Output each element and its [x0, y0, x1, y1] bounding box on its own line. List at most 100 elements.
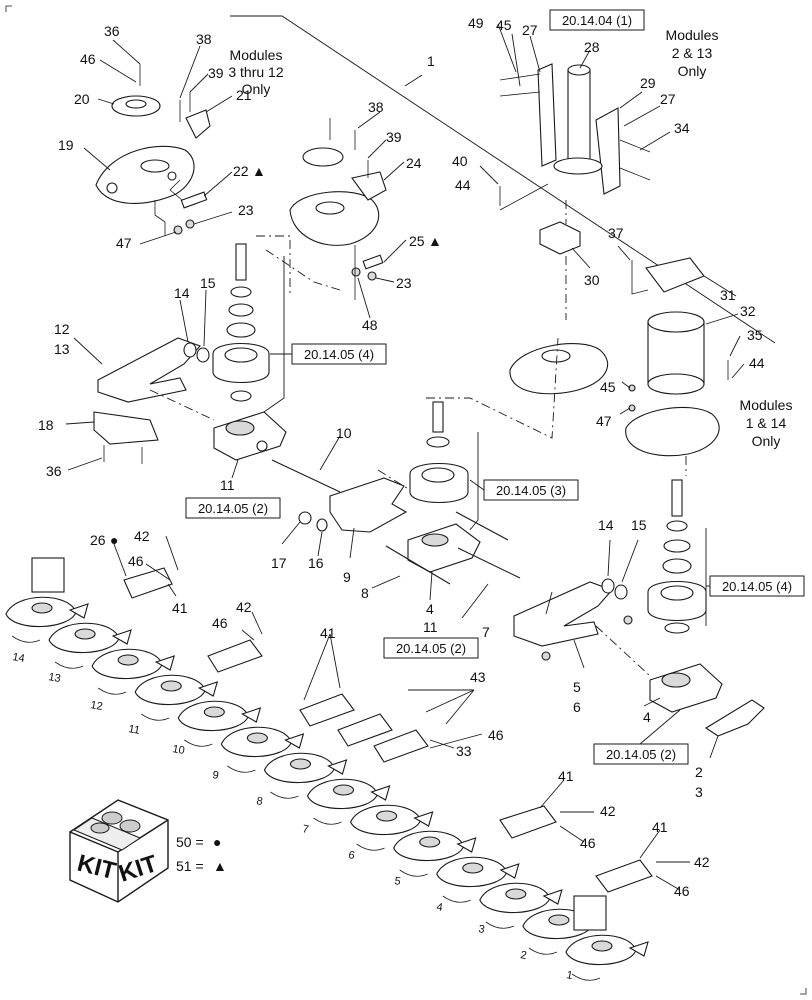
callout-14a: 14 [174, 285, 190, 301]
bearing-inner [421, 467, 455, 483]
knife-set [207, 639, 263, 673]
cutter-disc-11 [134, 674, 219, 721]
note-line: Modules [666, 27, 719, 43]
shaft-8 [385, 545, 451, 585]
callout-31: 31 [720, 287, 736, 303]
callout-49: 49 [468, 15, 484, 31]
cutterbar-disc-row [5, 557, 649, 981]
callout-39a: 39 [208, 65, 224, 81]
callout-6: 6 [573, 699, 581, 715]
kit-circle-symbol: ● [213, 834, 221, 850]
callout-24: 24 [406, 155, 422, 171]
bolt-34 [619, 139, 651, 153]
callout-21: 21 [236, 87, 252, 103]
bracket-9 [329, 477, 408, 533]
bracket-assembly-12-13 [93, 337, 215, 464]
ref-text-20-14-05-4-right: 20.14.05 (4) [722, 579, 792, 594]
washer [230, 390, 252, 402]
callout-10: 10 [336, 425, 352, 441]
note-line: 1 & 14 [746, 415, 787, 431]
note-modules-1-14: Modules 1 & 14 Only [740, 397, 793, 449]
callout-46a: 46 [80, 51, 96, 67]
corner-mark-bottom-right [800, 988, 807, 995]
cutter-disc-10 [177, 700, 262, 747]
module-number: 13 [47, 671, 61, 685]
callout-42d: 42 [694, 854, 710, 870]
callout-leaders [65, 23, 745, 891]
note-line: 3 thru 12 [228, 64, 283, 80]
ref-box-20-14-04-1[interactable] [549, 9, 645, 31]
callout-46e: 46 [580, 835, 596, 851]
callout-20: 20 [74, 91, 90, 107]
ref-box-20-14-05-2-middle[interactable] [383, 637, 479, 659]
drum-bottom [647, 373, 705, 395]
washer [664, 622, 690, 634]
callout-7: 7 [482, 624, 490, 640]
drive-shaft-28 [567, 69, 591, 167]
callout-4b: 4 [643, 709, 651, 725]
nut-23b [367, 271, 377, 281]
callout-46c: 46 [212, 615, 228, 631]
bushing-14b [601, 578, 615, 594]
housing-port [256, 440, 268, 452]
ref-link [263, 256, 285, 413]
cutter-disc-13 [48, 622, 132, 669]
nut [623, 615, 633, 625]
drum-cover-assembly-left [95, 64, 211, 236]
callout-48: 48 [362, 317, 378, 333]
callout-34: 34 [674, 120, 690, 136]
callout-44a: 44 [455, 177, 471, 193]
ref-text-20-14-05-3: 20.14.05 (3) [496, 483, 566, 498]
module-number: 14 [11, 651, 25, 665]
gear-bore [661, 672, 691, 688]
drum-cover-assembly-center [289, 118, 387, 300]
callout-18: 18 [38, 417, 54, 433]
bolt-34b [619, 167, 651, 181]
callout-23a: 23 [238, 202, 254, 218]
guard-plate-27 [537, 63, 557, 167]
shaft-7 [457, 547, 521, 579]
callout-8: 8 [361, 585, 369, 601]
kit-legend: KIT KIT 50 = ● 51 = ▲ [69, 799, 227, 903]
bushing-14 [183, 342, 197, 358]
module-number: 5 [393, 875, 401, 888]
washer [426, 436, 450, 448]
cutter-disc-6 [350, 804, 434, 851]
callout-22-triangle: ▲ [252, 163, 266, 179]
ref-box-20-14-05-2-right[interactable] [593, 743, 689, 765]
washer [226, 322, 256, 338]
drive-hub-assembly [499, 63, 651, 211]
cutter-disc-5 [393, 830, 477, 877]
knife-sets [123, 567, 653, 893]
reference-boxes: 20.14.04 (1) 20.14.05 (4) 20.14.05 (2) 2… [185, 9, 805, 765]
callout-42c: 42 [600, 803, 616, 819]
cover-boss [315, 201, 345, 215]
ref-box-20-14-05-2-left[interactable] [185, 497, 281, 519]
drum-cover [289, 191, 380, 246]
washer [230, 286, 252, 298]
end-drum [573, 895, 607, 931]
center-line [595, 625, 651, 677]
shim-22 [180, 191, 208, 209]
module-number: 6 [347, 849, 355, 862]
drum-cover [509, 343, 609, 395]
leader-item-1-arrow [404, 74, 423, 87]
gear-stack-left [212, 243, 287, 461]
callout-41c: 41 [558, 768, 574, 784]
knife-set [299, 693, 355, 727]
kit-item-50: 50 = [176, 834, 204, 850]
callout-46f: 46 [674, 883, 690, 899]
callout-45b: 45 [600, 379, 616, 395]
shaft-10 [271, 459, 341, 493]
pinion-shaft [671, 479, 683, 517]
bracket-12-13 [97, 337, 201, 403]
exploded-path [499, 183, 549, 211]
bracket-21 [185, 109, 211, 139]
callout-41d: 41 [652, 819, 668, 835]
kit-box-icon: KIT KIT [69, 799, 169, 903]
corner-mark-top-left [5, 5, 12, 12]
drum-top [647, 311, 705, 333]
callout-41b: 41 [320, 625, 336, 641]
bracket-24 [351, 171, 387, 201]
